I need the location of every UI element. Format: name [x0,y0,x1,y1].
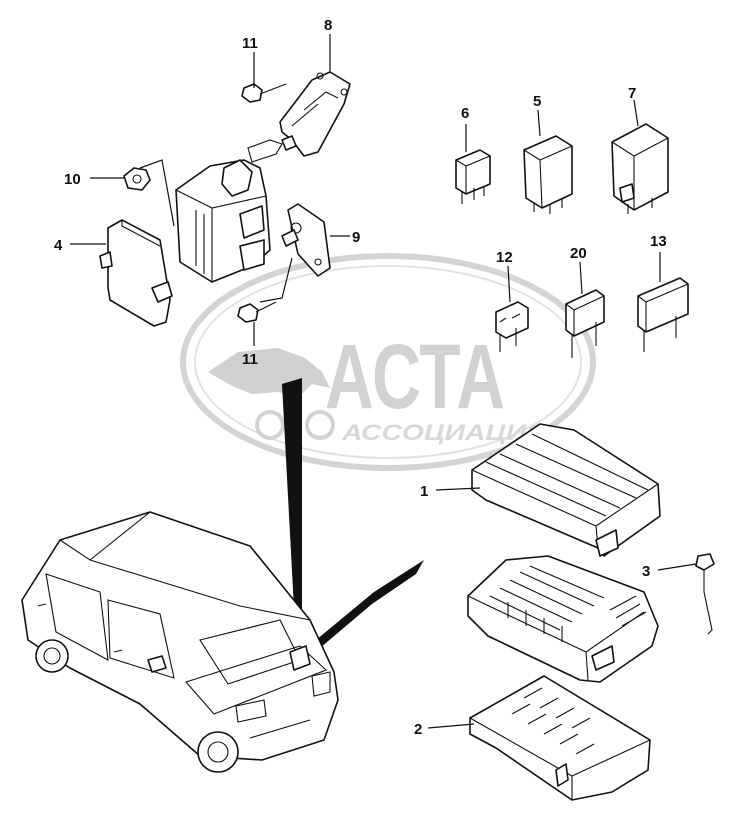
fuse-part-20 [565,289,605,358]
bracket-part-8 [279,71,351,157]
nut-part-10 [123,167,151,191]
fuse-box-cover-part-1 [471,423,661,557]
callout-7: 7 [628,85,636,102]
callout-20: 20 [570,245,587,262]
callout-3: 3 [642,563,650,580]
fuse-box-body [467,555,659,683]
leader-lines [70,34,697,729]
relay-part-5 [523,135,573,214]
bolt-part-11-bottom [237,301,277,323]
bolt-part-11-top [241,83,287,103]
callout-13: 13 [650,233,667,250]
tray-part-2 [469,675,651,801]
callout-11-bottom: 11 [242,351,258,368]
relay-part-7 [611,123,669,214]
bracket-part-9 [281,203,331,277]
fuse-part-13 [637,277,689,352]
car-illustration [21,511,339,773]
relay-part-6 [455,149,491,204]
callout-10: 10 [64,171,81,188]
watermark-title: АСТА [325,326,505,428]
fuse-part-12 [495,301,529,352]
callout-8: 8 [324,17,332,34]
callout-11-top: 11 [242,35,258,52]
callout-2: 2 [414,721,422,738]
screw-part-3 [695,553,715,635]
callout-9: 9 [352,229,360,246]
callout-1: 1 [420,483,428,500]
control-module [175,139,283,283]
callout-12: 12 [496,249,513,266]
cover-part-4 [99,219,173,327]
watermark-subtitle: АССОЦИАЦИЯ [341,420,549,445]
callout-6: 6 [461,105,469,122]
callout-5: 5 [533,93,541,110]
callout-4: 4 [54,237,63,254]
callout-labels: 1 2 3 4 5 6 7 8 9 10 11 11 12 13 20 [54,17,667,738]
